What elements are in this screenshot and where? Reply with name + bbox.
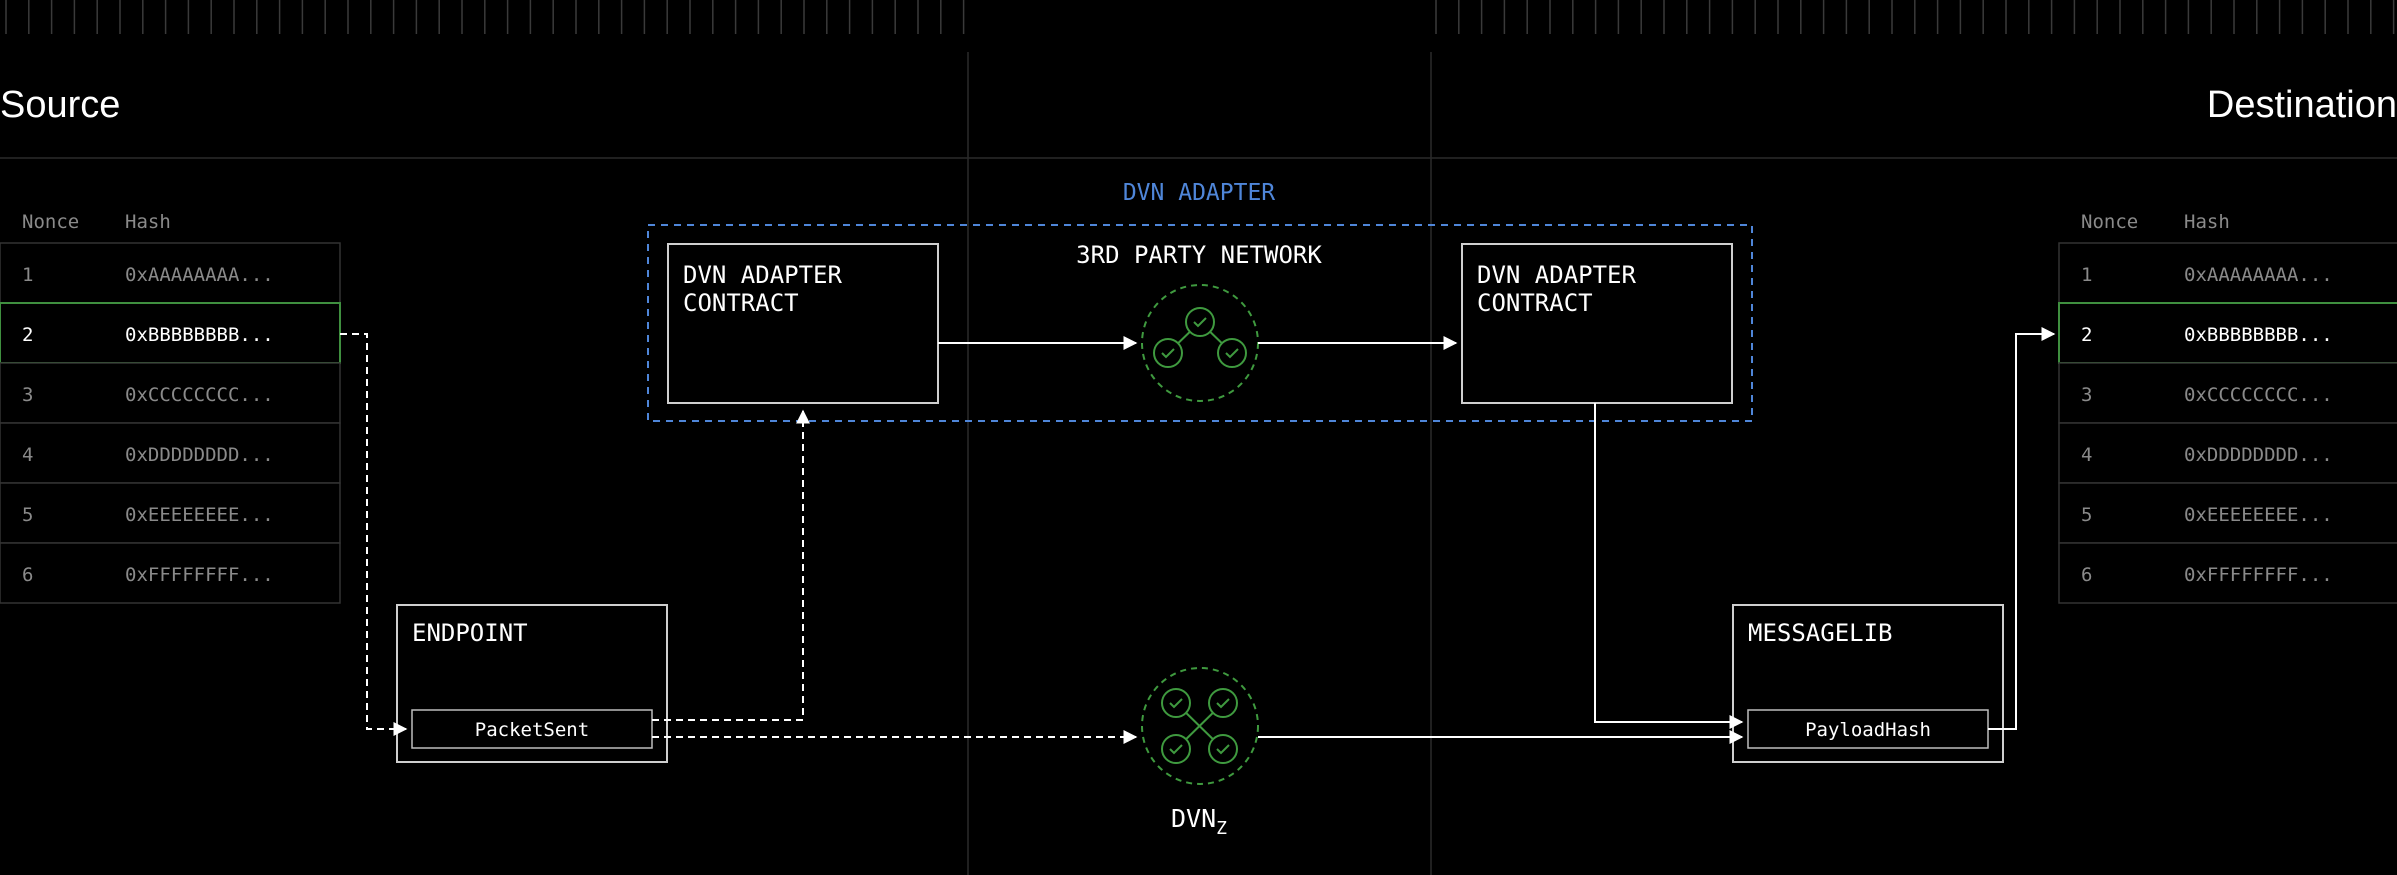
dest-adapter-contract-box bbox=[1461, 243, 1733, 404]
connector-packet-sent-to-adapter bbox=[652, 409, 810, 721]
source-row-hash: 0xEEEEEEEE... bbox=[125, 504, 274, 526]
source-table-row: 6 0xFFFFFFFF... bbox=[0, 542, 341, 604]
top-tick-ruler-left bbox=[5, 0, 965, 34]
check-node-icon bbox=[1161, 688, 1191, 718]
source-row-nonce: 1 bbox=[22, 264, 33, 286]
dest-table-row: 4 0xDDDDDDDD... bbox=[2058, 422, 2397, 484]
source-row-nonce: 3 bbox=[22, 384, 33, 406]
source-row-nonce: 2 bbox=[22, 324, 33, 346]
destination-heading: Destination bbox=[2207, 84, 2397, 126]
dvn-adapter-boundary bbox=[647, 224, 1753, 422]
source-row-nonce: 6 bbox=[22, 564, 33, 586]
source-table-row: 3 0xCCCCCCCC... bbox=[0, 362, 341, 424]
source-adapter-contract-box bbox=[667, 243, 939, 404]
dest-nonce-header: Nonce bbox=[2081, 211, 2138, 233]
check-node-icon bbox=[1153, 338, 1183, 368]
source-row-hash: 0xFFFFFFFF... bbox=[125, 564, 274, 586]
dest-row-cell bbox=[2058, 542, 2397, 604]
dest-row-cell bbox=[2058, 302, 2397, 364]
source-row-cell bbox=[0, 422, 341, 484]
dest-table-row: 5 0xEEEEEEEE... bbox=[2058, 482, 2397, 544]
source-nonce-header: Nonce bbox=[22, 211, 79, 233]
packet-sent-label: PacketSent bbox=[475, 719, 589, 741]
dest-adapter-contract-label: DVN ADAPTER CONTRACT bbox=[1477, 261, 1650, 317]
dvn-name: DVN bbox=[1171, 804, 1216, 833]
check-node-icon bbox=[1217, 338, 1247, 368]
dest-nonce-table: Nonce Hash 1 0xAAAAAAAA... 2 0xBBBBBBBB... 3… bbox=[2058, 211, 2397, 604]
source-row-hash: 0xAAAAAAAA... bbox=[125, 264, 274, 286]
check-node-icon bbox=[1161, 734, 1191, 764]
source-table-row: 2 0xBBBBBBBB... bbox=[0, 302, 341, 364]
source-row-nonce: 4 bbox=[22, 444, 33, 466]
source-table-row: 5 0xEEEEEEEE... bbox=[0, 482, 341, 544]
third-party-network-icon bbox=[1141, 284, 1259, 402]
dest-hash-header: Hash bbox=[2184, 211, 2230, 233]
source-hash-header: Hash bbox=[125, 211, 171, 233]
top-tick-ruler-right bbox=[1435, 0, 2395, 34]
dvn-subscript: Z bbox=[1216, 818, 1227, 839]
source-table-row: 1 0xAAAAAAAA... bbox=[0, 242, 341, 304]
dest-table-row: 2 0xBBBBBBBB... bbox=[2058, 302, 2397, 364]
dest-table-row: 6 0xFFFFFFFF... bbox=[2058, 542, 2397, 604]
dest-adapter-contract-line1: DVN ADAPTER bbox=[1477, 261, 1636, 289]
dest-row-hash: 0xDDDDDDDD... bbox=[2184, 444, 2333, 466]
source-row-cell bbox=[0, 482, 341, 544]
dest-adapter-contract-line2: CONTRACT bbox=[1477, 289, 1593, 317]
dest-row-cell bbox=[2058, 482, 2397, 544]
dest-row-nonce: 4 bbox=[2081, 444, 2092, 466]
packet-sent-box bbox=[411, 709, 653, 749]
source-adapter-contract-line1: DVN ADAPTER bbox=[683, 261, 842, 289]
source-table-row: 4 0xDDDDDDDD... bbox=[0, 422, 341, 484]
dest-row-nonce: 1 bbox=[2081, 264, 2092, 286]
source-row-nonce: 5 bbox=[22, 504, 33, 526]
source-row-hash: 0xCCCCCCCC... bbox=[125, 384, 274, 406]
check-node-icon bbox=[1208, 734, 1238, 764]
dvn-adapter-label: DVN ADAPTER bbox=[1123, 180, 1275, 206]
dest-row-cell bbox=[2058, 362, 2397, 424]
dvn-z-label: DVNZ bbox=[1171, 804, 1227, 839]
dest-row-nonce: 5 bbox=[2081, 504, 2092, 526]
messagelib-label: MESSAGELIB bbox=[1748, 619, 1893, 647]
dest-row-hash: 0xCCCCCCCC... bbox=[2184, 384, 2333, 406]
source-row-cell bbox=[0, 242, 341, 304]
dest-row-hash: 0xFFFFFFFF... bbox=[2184, 564, 2333, 586]
dest-row-cell bbox=[2058, 242, 2397, 304]
dest-row-hash: 0xAAAAAAAA... bbox=[2184, 264, 2333, 286]
dest-row-nonce: 6 bbox=[2081, 564, 2092, 586]
dest-table-row: 3 0xCCCCCCCC... bbox=[2058, 362, 2397, 424]
third-party-network-label: 3RD PARTY NETWORK bbox=[1076, 241, 1322, 269]
check-node-icon bbox=[1185, 307, 1215, 337]
dest-row-nonce: 3 bbox=[2081, 384, 2092, 406]
source-adapter-contract-line2: CONTRACT bbox=[683, 289, 799, 317]
payload-hash-label: PayloadHash bbox=[1805, 719, 1931, 741]
dest-table-row: 1 0xAAAAAAAA... bbox=[2058, 242, 2397, 304]
dvn-z-icon bbox=[1141, 667, 1259, 785]
connectors bbox=[340, 327, 2056, 744]
connector-dest-adapter-to-payload-hash bbox=[1594, 403, 1744, 729]
endpoint-label: ENDPOINT bbox=[412, 619, 528, 647]
source-row-hash: 0xBBBBBBBB... bbox=[125, 324, 274, 346]
connector-payload-hash-to-dest-row bbox=[1988, 327, 2056, 730]
dest-row-hash: 0xBBBBBBBB... bbox=[2184, 324, 2333, 346]
connector-source-row-to-packet-sent bbox=[340, 333, 408, 736]
payload-hash-box bbox=[1747, 709, 1989, 749]
check-node-icon bbox=[1208, 688, 1238, 718]
source-heading: Source bbox=[0, 84, 120, 126]
source-row-hash: 0xDDDDDDDD... bbox=[125, 444, 274, 466]
source-row-cell bbox=[0, 542, 341, 604]
dest-row-nonce: 2 bbox=[2081, 324, 2092, 346]
dest-row-hash: 0xEEEEEEEE... bbox=[2184, 504, 2333, 526]
source-nonce-table: Nonce Hash 1 0xAAAAAAAA... 2 0xBBBBBBBB... 3… bbox=[0, 211, 341, 604]
source-adapter-contract-label: DVN ADAPTER CONTRACT bbox=[683, 261, 856, 317]
